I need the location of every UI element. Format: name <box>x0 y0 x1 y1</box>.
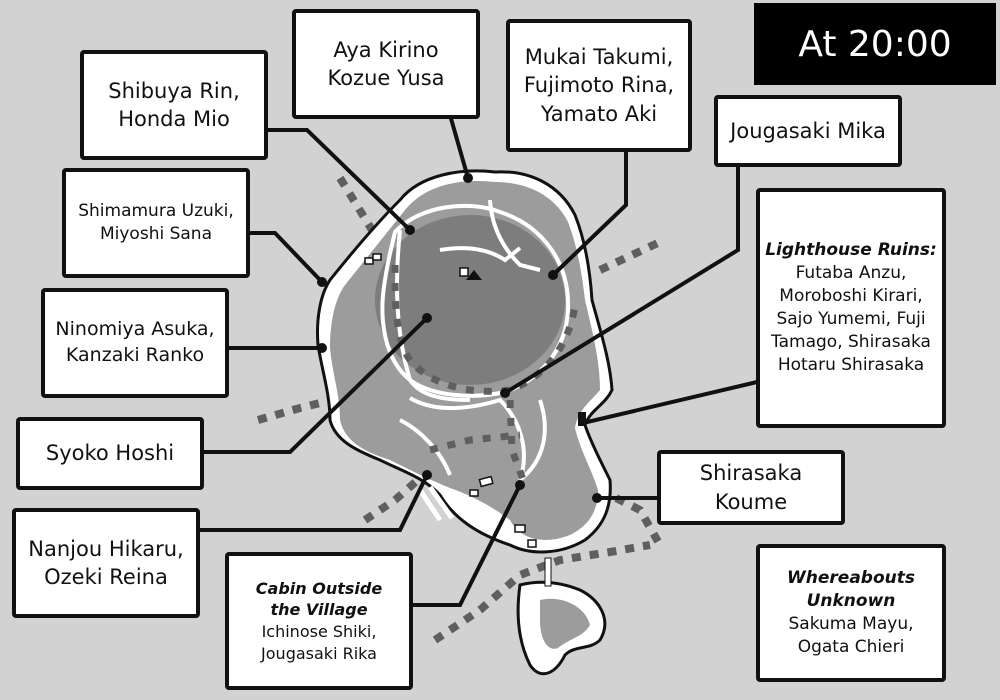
label-aya-kozue: Aya Kirino Kozue Yusa <box>292 9 480 119</box>
label-jougasaki-mika: Jougasaki Mika <box>714 95 902 167</box>
label-cabin-outside-village: Cabin Outside the Village Ichinose Shiki… <box>225 552 413 690</box>
leader-lines <box>200 114 758 607</box>
label-ninomiya: Ninomiya Asuka, Kanzaki Ranko <box>41 288 229 398</box>
lighthouse-icon <box>578 412 586 426</box>
main-island <box>316 169 614 554</box>
label-lighthouse-ruins: Lighthouse Ruins: Futaba Anzu, Moroboshi… <box>756 188 946 428</box>
summit-triangle-icon <box>466 270 482 280</box>
label-shirasaka-koume: Shirasaka Koume <box>657 450 845 525</box>
location-dots <box>317 173 602 503</box>
label-nanjou: Nanjou Hikaru, Ozeki Reina <box>12 508 200 618</box>
label-shimamura: Shimamura Uzuki, Miyoshi Sana <box>62 168 250 278</box>
label-shibuya: Shibuya Rin, Honda Mio <box>80 50 268 160</box>
label-whereabouts-unknown: Whereabouts Unknown Sakuma Mayu, Ogata C… <box>756 544 946 682</box>
time-banner: At 20:00 <box>754 3 996 85</box>
time-label: At 20:00 <box>798 23 952 65</box>
south-island <box>516 557 607 676</box>
label-mukai: Mukai Takumi, Fujimoto Rina, Yamato Aki <box>506 19 692 152</box>
label-syoko: Syoko Hoshi <box>16 417 204 490</box>
